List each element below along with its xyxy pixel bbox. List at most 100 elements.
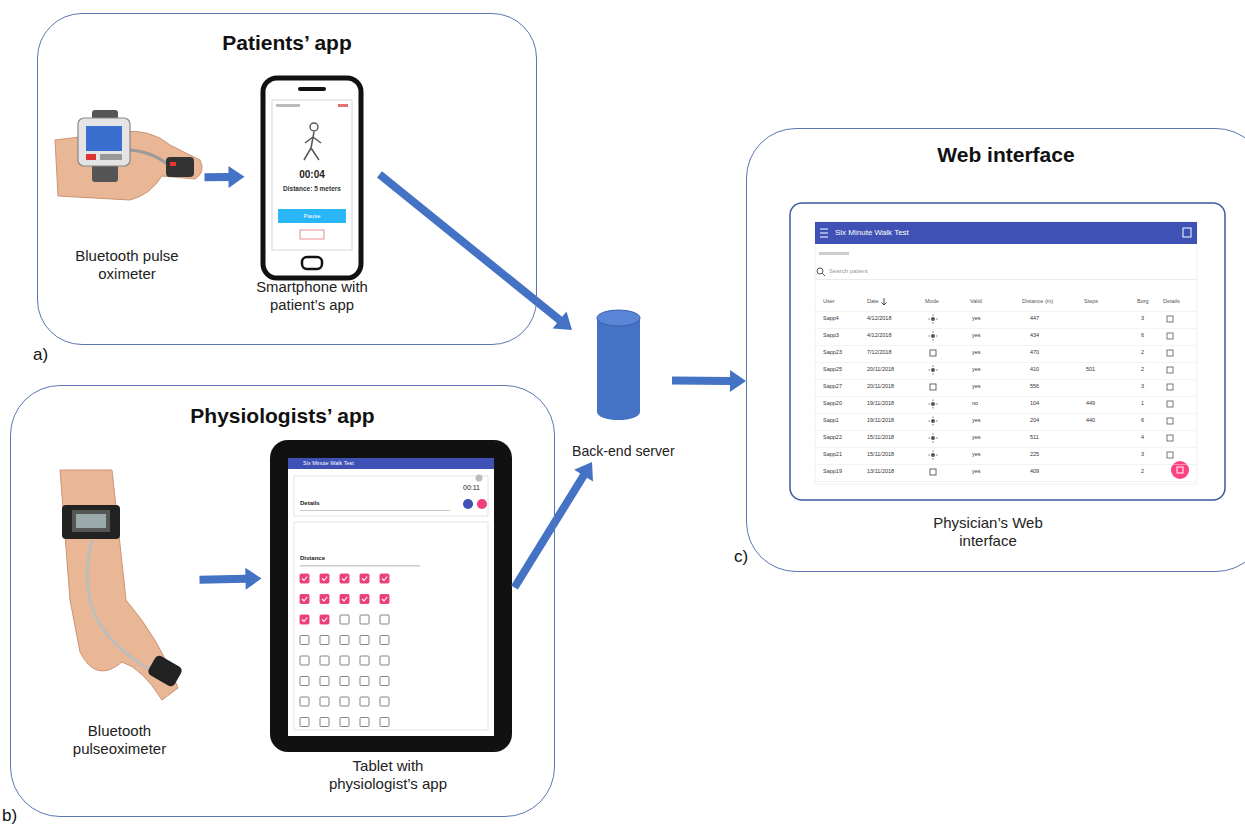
table-cell: 409: [1030, 469, 1039, 475]
mode-icon: [929, 417, 938, 426]
checkbox: [380, 615, 389, 624]
checkbox: [340, 718, 349, 727]
check-mark: [362, 597, 367, 601]
mode-icon: [931, 419, 935, 423]
panel-box: Patients’ appBluetooth pulse oximeterSma…: [37, 13, 537, 345]
table-cell: Sapp23: [823, 350, 842, 356]
row-line: [815, 413, 1197, 415]
table-cell: 511: [1030, 435, 1039, 441]
checkbox: [320, 574, 329, 583]
checkbox: [300, 574, 309, 583]
screen-text: Six Minute Walk Test: [835, 229, 909, 237]
table-cell: 2: [1141, 367, 1144, 373]
table-cell: Sapp19: [823, 469, 842, 475]
checkbox: [320, 718, 329, 727]
panel-heading: Physiologists’ app: [190, 403, 374, 428]
checkbox: [360, 574, 369, 583]
table-header: User: [823, 299, 835, 305]
table-cell: 19/11/2018: [867, 418, 894, 424]
mode-icon: [931, 317, 935, 321]
panel-box: Physiologists’ appBluetooth pulseoximete…: [10, 385, 555, 817]
mode-icon: [929, 332, 938, 341]
table-cell: 225: [1030, 452, 1039, 458]
mode-icon: [929, 400, 938, 409]
screen-text: 00:11: [463, 484, 480, 491]
checkbox: [340, 697, 349, 706]
arrow-shape: [199, 568, 261, 590]
mode-icon: [929, 315, 938, 324]
table-header: Distance (m): [1022, 299, 1053, 305]
details-icon: [1167, 333, 1173, 339]
screen-text: Distance: 5 meters: [283, 186, 341, 193]
table-cell: 440: [1086, 418, 1095, 424]
checkbox: [360, 677, 369, 686]
table-cell: 447: [1030, 316, 1039, 322]
server-cylinder: [597, 310, 640, 420]
arrow-shape: [377, 171, 572, 330]
checkbox: [320, 677, 329, 686]
check-mark: [322, 597, 327, 601]
table-header: Details: [1163, 299, 1180, 305]
checkbox: [320, 595, 329, 604]
checkbox: [340, 636, 349, 645]
table-cell: 19/11/2018: [867, 401, 894, 407]
panel-letter: a): [33, 346, 48, 363]
forearm-oximeter: [60, 470, 183, 700]
details-icon: [1167, 316, 1173, 322]
screen-text: Six Minute Walk Test: [303, 461, 354, 467]
table-cell: Sapp27: [823, 384, 842, 390]
device-figure: Smartphone with patient’s app: [245, 72, 380, 317]
table-cell: 15/11/2018: [867, 452, 894, 458]
table-cell: 2: [1141, 350, 1144, 356]
table-cell: yes: [972, 469, 981, 475]
checkbox: [300, 595, 309, 604]
table-cell: Sapp20: [823, 401, 842, 407]
table-cell: 1: [1141, 401, 1144, 407]
checkbox: [300, 677, 309, 686]
details-icon: [1167, 350, 1173, 356]
table-header: Valid: [970, 299, 982, 305]
screen-text: Search patient: [829, 268, 868, 274]
check-mark: [362, 577, 367, 581]
checkbox: [320, 697, 329, 706]
table-cell: 6: [1141, 418, 1144, 424]
checkbox: [380, 574, 389, 583]
row-line: [815, 379, 1197, 381]
mode-icon: [929, 434, 938, 443]
mode-icon: [931, 334, 935, 338]
panel-heading: Patients’ app: [222, 30, 352, 55]
checkbox: [340, 677, 349, 686]
figure-caption: Smartphone with patient’s app: [247, 279, 377, 315]
device-figure: Bluetooth pulse oximeter: [50, 100, 205, 285]
checkbox: [360, 697, 369, 706]
block-arrow: [199, 568, 261, 590]
table-cell: 2: [1141, 469, 1144, 475]
table-cell: 410: [1030, 367, 1039, 373]
row-line: [815, 464, 1197, 466]
table-cell: Sapp4: [823, 316, 839, 322]
panel-box: Web interfacePhysician’s Web interface: [746, 128, 1245, 572]
checkbox: [300, 615, 309, 624]
table-header: Date: [867, 299, 879, 305]
mode-icon: [931, 368, 935, 372]
table-cell: Sapp21: [823, 452, 842, 458]
table-cell: yes: [972, 350, 981, 356]
checkbox: [300, 656, 309, 665]
smartphone: [263, 78, 361, 278]
check-mark: [322, 618, 327, 622]
check-mark: [342, 597, 347, 601]
mode-icon: [929, 366, 938, 375]
checkbox: [360, 595, 369, 604]
mode-icon: [930, 384, 936, 390]
table-cell: yes: [972, 452, 981, 458]
screen-text: Details: [300, 500, 320, 506]
row-line: [815, 328, 1197, 330]
checkbox: [380, 636, 389, 645]
table-cell: 7/12/2018: [867, 350, 891, 356]
table-cell: 4/12/2018: [867, 316, 891, 322]
figure-caption: Tablet with physiologist’s app: [318, 757, 458, 793]
details-icon: [1167, 452, 1173, 458]
table-cell: 3: [1141, 316, 1144, 322]
